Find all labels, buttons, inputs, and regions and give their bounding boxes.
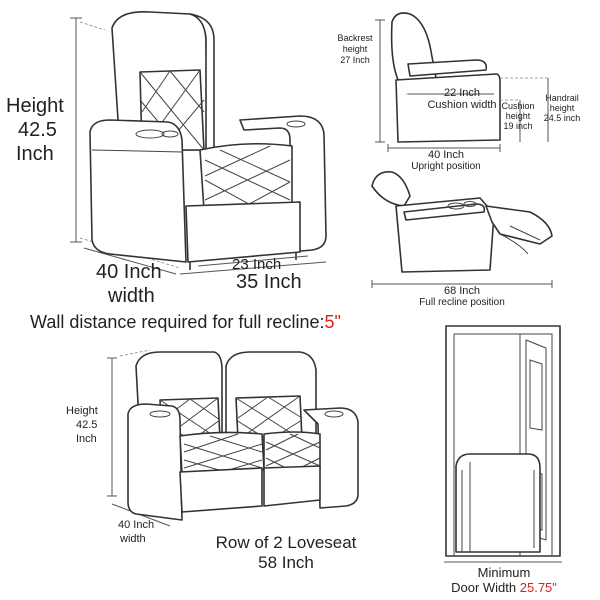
loveseat-height-line2: 42.5 — [76, 419, 98, 431]
recline-depth-value: 68 Inch — [443, 285, 481, 297]
side-recline-drawing — [371, 170, 553, 288]
wall-distance-value: 5" — [324, 312, 341, 332]
handrail-height-line3: 24.5 inch — [543, 113, 581, 123]
single-seat-width-label: 23 Inch — [232, 256, 282, 273]
loveseat-title: Row of 2 Loveseat — [215, 533, 357, 552]
cushion-height-line1: Cushion — [501, 101, 535, 111]
wall-distance-note: Wall distance required for full recline:… — [30, 313, 341, 332]
backrest-height-line2: height — [342, 44, 368, 54]
wall-distance-text: Wall distance required for full recline: — [30, 312, 325, 332]
loveseat-length: 58 Inch — [258, 553, 314, 572]
backrest-height-line1: Backrest — [337, 33, 373, 43]
door-width-value: 25.75" — [519, 580, 557, 595]
loveseat-height-line3: Inch — [76, 433, 97, 445]
side-upright-drawing — [375, 12, 549, 152]
door-drawing — [444, 325, 562, 563]
backrest-height-line3: 27 Inch — [340, 55, 370, 65]
cushion-height-line3: 19 inch — [503, 121, 533, 131]
upright-depth-caption: Upright position — [411, 161, 481, 172]
door-caption-line1: Minimum — [477, 565, 531, 580]
door-caption-line2: Door Width 25.75" — [422, 581, 586, 595]
cushion-width-caption: Cushion width — [427, 99, 497, 111]
single-recliner-front-drawing — [70, 11, 327, 275]
handrail-height-line1: Handrail — [545, 93, 579, 103]
loveseat-drawing — [107, 349, 359, 527]
handrail-height-line2: height — [549, 103, 575, 113]
single-depth-label-line2: width — [108, 285, 155, 307]
cushion-width-value: 22 Inch — [443, 87, 481, 99]
upright-depth-value: 40 Inch — [427, 149, 465, 161]
single-height-label-line2: 42.5 — [18, 119, 57, 141]
single-height-label-line1: Height — [6, 95, 64, 117]
door-width-caption: Door Width — [451, 580, 517, 595]
single-depth-label-line1: 40 Inch — [96, 261, 162, 283]
loveseat-height-line1: Height — [66, 405, 98, 417]
single-total-width-label: 35 Inch — [236, 271, 302, 293]
loveseat-depth-line1: 40 Inch — [118, 519, 155, 531]
loveseat-depth-line2: width — [120, 533, 146, 545]
single-height-label-line3: Inch — [16, 143, 54, 165]
cushion-height-line2: height — [505, 111, 531, 121]
recline-depth-caption: Full recline position — [419, 297, 505, 308]
